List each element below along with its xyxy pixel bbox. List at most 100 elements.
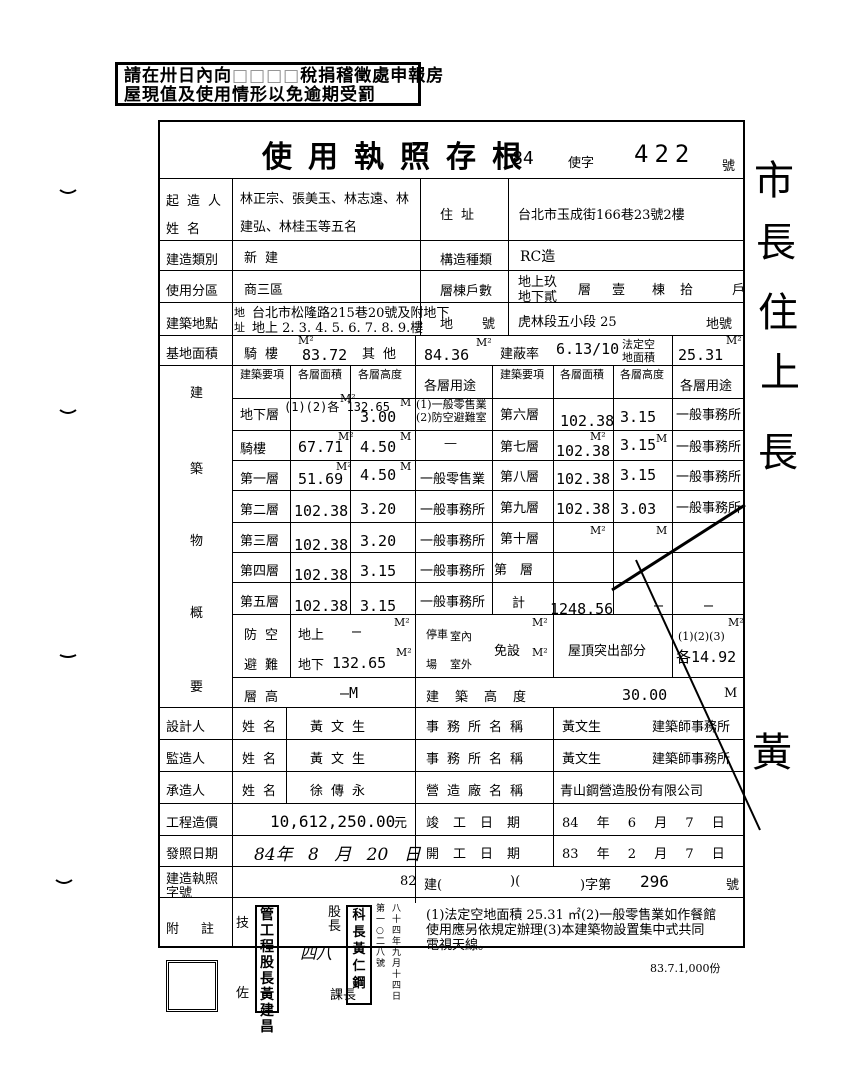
- rule: [286, 707, 287, 803]
- unit-m2: M²: [338, 430, 354, 443]
- arcade-label: 騎樓: [244, 347, 287, 362]
- floor-use: —: [444, 436, 457, 451]
- ratio-value: 6.13/10: [556, 340, 620, 358]
- floor-area: (1)(2)各 132.65: [284, 400, 390, 414]
- floor-name: 第九層: [500, 501, 540, 516]
- strike-line: [611, 503, 746, 592]
- parking-outdoor: 室外: [450, 658, 472, 671]
- notice-line2: 屋現值及使用情形以免逾期受罰: [124, 85, 376, 105]
- margin-char: 長: [756, 220, 796, 266]
- col-item: 建築要項: [240, 368, 284, 381]
- floors-above: 地上玖: [518, 275, 558, 290]
- strike-line-2: [635, 559, 761, 831]
- struct-label: 構造種類: [440, 253, 493, 268]
- seal-receipt-2: 八十四年九月十四日: [392, 904, 402, 1002]
- permit-number: 422: [634, 140, 696, 168]
- floors-below: 地下貳: [518, 290, 558, 305]
- area-label: 基地面積: [166, 347, 219, 362]
- margin-mark: [55, 879, 73, 884]
- supervisor-org: 黃文生: [562, 752, 602, 767]
- rule: [492, 365, 493, 615]
- floor-name: 第二層: [240, 503, 280, 518]
- permit-type: 使字: [568, 156, 595, 171]
- floor-use: 一般事務所: [676, 501, 742, 516]
- owner-address: 台北市玉成街166巷23號2樓: [518, 208, 685, 223]
- margin-char: 長: [758, 430, 798, 476]
- floor-name: 第 層: [494, 563, 534, 578]
- margin-mark: [59, 409, 77, 414]
- floor-area: 102.38: [294, 536, 349, 554]
- seal-leader-label: 課長: [330, 988, 357, 1003]
- owner-names-1: 林正宗、張美玉、林志遠、林: [240, 192, 410, 207]
- zone-value: 商三區: [244, 283, 284, 298]
- floor-use: 一般事務所: [676, 470, 742, 485]
- floor-height: 3.15: [620, 466, 657, 484]
- designer-org: 黃文生: [562, 720, 602, 735]
- units-count: 拾: [680, 283, 694, 298]
- col-area: 各層面積: [298, 368, 342, 381]
- floor-use: 一般事務所: [676, 440, 742, 455]
- rule: [158, 178, 745, 179]
- rule: [232, 398, 745, 399]
- cost-unit: 元: [394, 816, 408, 831]
- contractor-org-label: 營造廠名稱: [426, 784, 532, 799]
- unit-m: M: [400, 430, 412, 443]
- floor-name: 地下層: [240, 408, 280, 423]
- site-addr-key1: 地: [234, 306, 245, 319]
- margin-char: 黃: [752, 730, 792, 776]
- col-use: 各層用途: [424, 379, 477, 394]
- floor-name: 第八層: [500, 470, 540, 485]
- designer-org-label: 事務所名稱: [426, 720, 532, 735]
- start-label: 開工日期: [426, 847, 535, 862]
- open-label-2: 地面積: [622, 351, 655, 364]
- floors-layer: 層: [578, 283, 592, 298]
- owner-names-2: 建弘、林桂玉等五名: [240, 220, 358, 235]
- rule: [232, 897, 233, 948]
- rule: [232, 582, 745, 583]
- site-addr-key2: 址: [234, 321, 245, 334]
- permit-ref-k2: )(: [510, 874, 521, 889]
- rule: [158, 739, 745, 740]
- permit-ref-k3: )字第: [580, 878, 612, 893]
- unit-m2: M²: [396, 646, 412, 659]
- parking-indoor: 室內: [450, 630, 472, 643]
- unit-m: M: [400, 460, 412, 473]
- permit-year: 84: [512, 148, 534, 169]
- notes-label: 附註: [166, 922, 237, 937]
- page-title: 使用執照存根: [262, 140, 538, 175]
- site-label: 建築地點: [166, 317, 219, 332]
- unit-m2: M²: [298, 334, 314, 347]
- floor-area: 102.38: [294, 597, 349, 615]
- rule: [158, 803, 745, 804]
- rule: [158, 270, 745, 271]
- rule: [158, 771, 745, 772]
- contractor-name: 徐傳永: [310, 784, 374, 799]
- bldg-unit: 棟: [652, 283, 666, 298]
- shelter-label-2: 避難: [244, 658, 287, 673]
- rule: [232, 522, 745, 523]
- unit-m: M: [656, 432, 668, 445]
- engineer-seal: 管工程股長黃建昌: [255, 905, 279, 1035]
- total-height: —: [654, 596, 664, 614]
- floor-name: 第十層: [500, 532, 540, 547]
- permit-label-2: 字號: [166, 886, 193, 901]
- floor-name: 第七層: [500, 440, 540, 455]
- floor-height: 3.15: [620, 436, 657, 454]
- rule: [420, 178, 421, 335]
- parking-label-2: 場: [426, 658, 437, 671]
- type-label: 建造類別: [166, 253, 219, 268]
- floor-use: 一般事務所: [420, 564, 486, 579]
- bldg-height-unit: M: [724, 686, 738, 701]
- floor-name: 騎樓: [240, 442, 267, 457]
- rule: [232, 552, 745, 553]
- round-stamp: [166, 960, 218, 1012]
- floor-use: 一般零售業: [420, 472, 486, 487]
- supervisor-org-2: 建築師事務所: [652, 752, 731, 767]
- margin-mark: [59, 189, 77, 194]
- permit-suffix: 號: [722, 159, 736, 174]
- floor-height: 3.15: [360, 597, 397, 615]
- struct-value: RC造: [520, 249, 556, 265]
- unit-m2: M²: [532, 646, 548, 659]
- floor-area: 102.38: [560, 412, 615, 430]
